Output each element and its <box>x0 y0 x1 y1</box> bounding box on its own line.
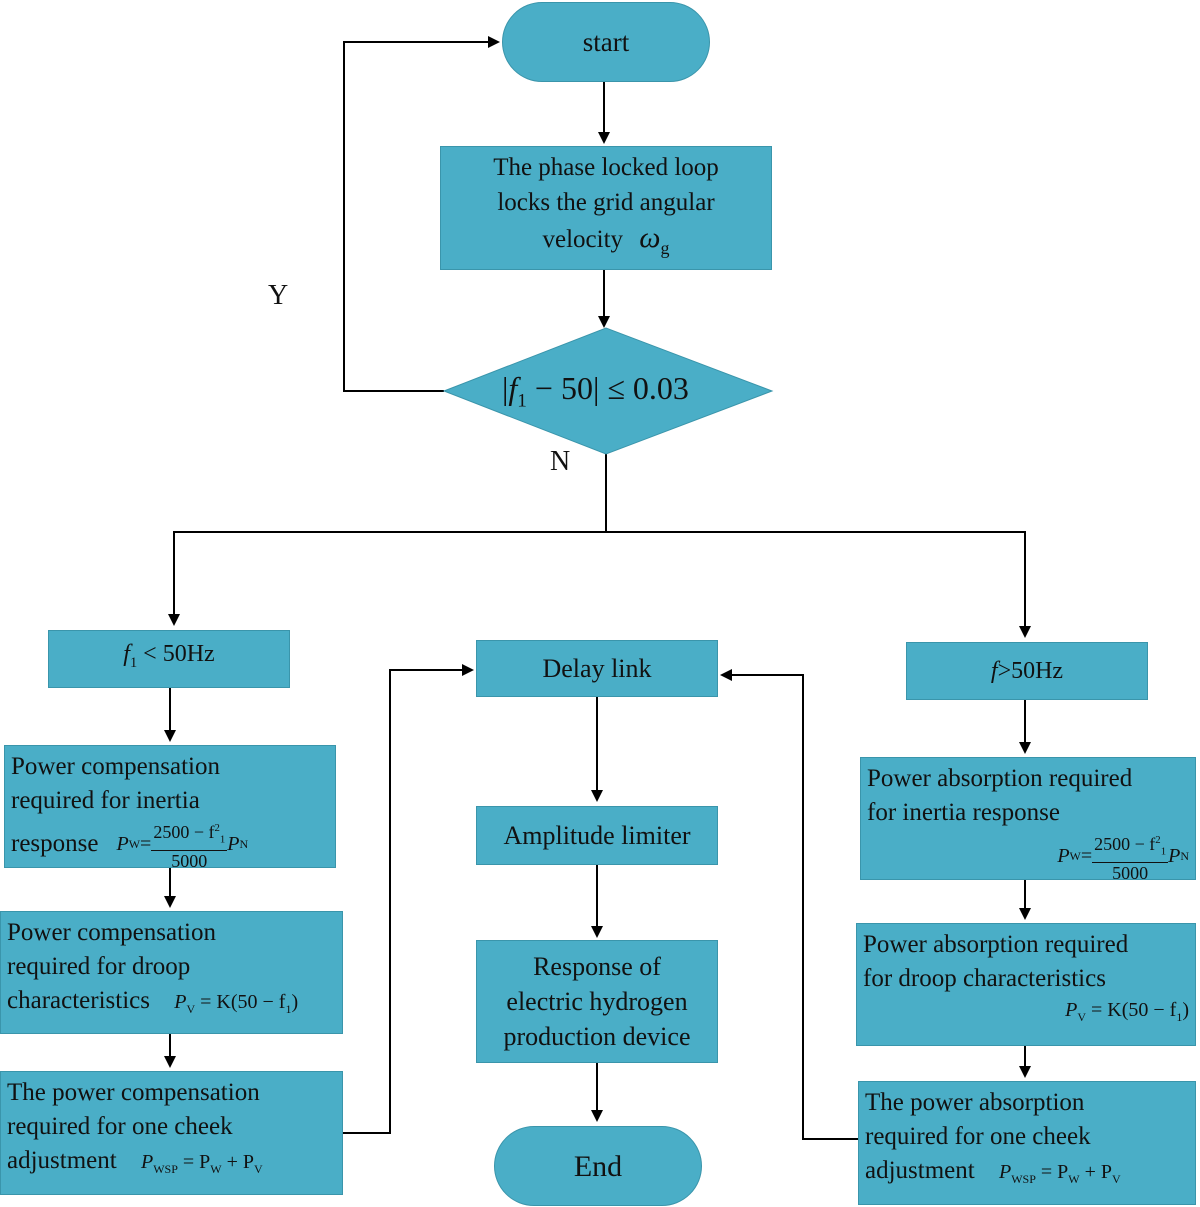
high-frequency-condition: f>50Hz <box>990 657 1064 684</box>
response-line-2: electric hydrogen <box>506 987 688 1016</box>
left-cheek-line-2: required for one cheek <box>7 1113 233 1140</box>
arrow-yes-loop <box>343 36 500 392</box>
right-inertia-line-2: for inertia response <box>867 799 1060 826</box>
right-cheek-line-2: required for one cheek <box>865 1123 1091 1150</box>
pv-equation-right: PV = K(50 − f1) <box>1065 999 1189 1024</box>
pll-process-box: The phase locked loop locks the grid ang… <box>440 146 772 270</box>
left-droop-line-1: Power compensation <box>7 919 216 946</box>
right-cheek-box: The power absorption required for one ch… <box>858 1081 1196 1205</box>
right-inertia-box: Power absorption required for inertia re… <box>860 757 1196 883</box>
end-label: End <box>573 1149 623 1183</box>
amplitude-limiter-label: Amplitude limiter <box>503 821 691 850</box>
left-inertia-line-2: required for inertia <box>11 787 200 814</box>
left-droop-line-3: characteristics PV = K(50 − f1) <box>7 987 299 1016</box>
pll-line-3: velocity ωg <box>542 221 670 258</box>
right-droop-box: Power absorption required for droop char… <box>856 923 1196 1046</box>
pll-line-1: The phase locked loop <box>493 154 719 181</box>
right-inertia-line-1: Power absorption required <box>867 765 1133 792</box>
hydrogen-response-box: Response of electric hydrogen production… <box>476 940 718 1063</box>
decision-diamond <box>442 327 774 455</box>
delay-link-box: Delay link <box>476 640 718 697</box>
right-cheek-line-1: The power absorption <box>865 1089 1085 1116</box>
arrow-right-cheek-to-delay <box>720 669 858 1140</box>
right-droop-line-1: Power absorption required <box>863 931 1129 958</box>
amplitude-limiter-box: Amplitude limiter <box>476 806 718 865</box>
left-droop-line-2: required for droop <box>7 953 191 980</box>
start-node: start <box>502 2 710 82</box>
arrow-left-cheek-to-delay <box>343 664 474 1134</box>
pll-line-2: locks the grid angular <box>497 189 715 216</box>
response-line-3: production device <box>503 1022 691 1051</box>
end-node: End <box>494 1126 702 1206</box>
left-cheek-line-3: adjustment PWSP = PW + PV <box>7 1147 263 1176</box>
high-frequency-box: f>50Hz <box>906 642 1148 700</box>
pv-equation-left: PV = K(50 − f1) <box>174 991 299 1016</box>
left-inertia-box: Power compensation required for inertia … <box>4 745 336 871</box>
left-droop-box: Power compensation required for droop ch… <box>0 911 343 1034</box>
response-line-1: Response of <box>533 952 661 981</box>
right-droop-line-2: for droop characteristics <box>863 965 1106 992</box>
yes-label: Y <box>268 280 289 311</box>
delay-link-label: Delay link <box>542 654 652 683</box>
pwsp-equation-right: PWSP = PW + PV <box>998 1161 1121 1186</box>
line-no-branch <box>168 454 607 626</box>
decision-condition: |f1 − 50| ≤ 0.03 <box>502 370 689 412</box>
start-label: start <box>582 26 630 57</box>
left-cheek-line-1: The power compensation <box>7 1079 260 1106</box>
low-frequency-condition: f1 < 50Hz <box>123 641 215 671</box>
low-frequency-box: f1 < 50Hz <box>48 630 290 688</box>
arrow-to-high-freq <box>606 531 1031 638</box>
pwsp-equation-left: PWSP = PW + PV <box>140 1151 263 1176</box>
left-cheek-box: The power compensation required for one … <box>0 1071 343 1195</box>
left-inertia-line-1: Power compensation <box>11 753 220 780</box>
omega-g-symbol: ωg <box>639 221 670 258</box>
right-cheek-line-3: adjustment PWSP = PW + PV <box>865 1157 1121 1186</box>
no-label: N <box>550 446 571 477</box>
